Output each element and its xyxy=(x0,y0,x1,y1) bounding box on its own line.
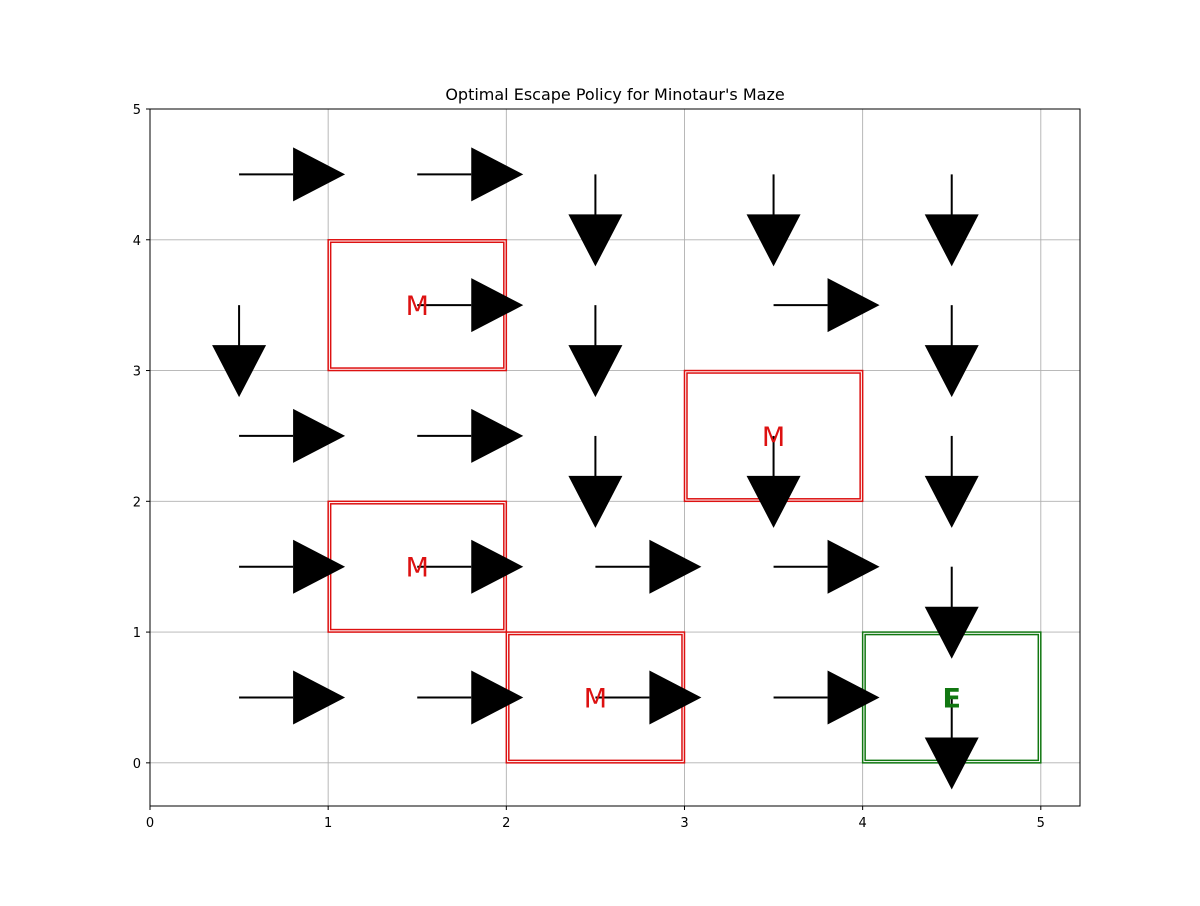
y-tick-label-2: 2 xyxy=(133,495,141,510)
arrow-24 xyxy=(924,697,979,790)
arrow-head xyxy=(568,214,623,267)
y-tick-label-4: 4 xyxy=(133,234,141,249)
y-tick-label-1: 1 xyxy=(133,626,141,641)
arrow-head xyxy=(293,408,346,463)
y-tick-label-3: 3 xyxy=(133,365,141,380)
arrow-head xyxy=(293,147,346,202)
arrow-19 xyxy=(924,566,979,659)
arrow-21 xyxy=(417,670,524,725)
arrow-head xyxy=(649,539,702,594)
x-tick-label-1: 1 xyxy=(324,816,332,831)
arrow-13 xyxy=(746,435,801,528)
arrow-head xyxy=(649,670,702,725)
arrow-8 xyxy=(773,278,880,333)
arrow-7 xyxy=(568,305,623,398)
cell-labels: M M M M E xyxy=(406,291,961,714)
arrow-18 xyxy=(773,539,880,594)
policy-arrows xyxy=(212,147,979,790)
arrow-12 xyxy=(568,435,623,528)
minotaur-label-2: M xyxy=(406,553,429,584)
arrow-5 xyxy=(212,305,267,398)
arrow-head xyxy=(827,539,880,594)
arrow-head xyxy=(746,475,801,528)
x-tick-label-4: 4 xyxy=(859,816,867,831)
axes-frame xyxy=(149,108,1081,807)
arrow-head xyxy=(924,737,979,790)
minotaur-label-3: M xyxy=(584,683,607,714)
minotaur-label-1: M xyxy=(762,422,785,453)
arrow-head xyxy=(471,670,524,725)
arrow-head xyxy=(568,475,623,528)
y-tick-label-0: 0 xyxy=(133,757,141,772)
x-tick-label-3: 3 xyxy=(680,816,688,831)
arrow-head xyxy=(827,278,880,333)
arrow-2 xyxy=(568,174,623,267)
arrow-head xyxy=(924,475,979,528)
arrow-1 xyxy=(417,147,524,202)
arrow-head xyxy=(746,214,801,267)
axis-ticks: 0 1 2 3 4 5 0 1 2 3 4 5 xyxy=(133,103,1045,831)
arrow-head xyxy=(924,345,979,398)
arrow-14 xyxy=(924,435,979,528)
chart-title: Optimal Escape Policy for Minotaur's Maz… xyxy=(445,85,784,104)
arrow-head xyxy=(471,147,524,202)
arrow-head xyxy=(471,539,524,594)
arrow-head xyxy=(293,670,346,725)
arrow-4 xyxy=(924,174,979,267)
y-tick-label-5: 5 xyxy=(133,103,141,118)
arrow-11 xyxy=(417,408,524,463)
arrow-22 xyxy=(595,670,702,725)
arrow-head xyxy=(212,345,267,398)
arrow-head xyxy=(924,214,979,267)
x-tick-label-5: 5 xyxy=(1037,816,1045,831)
arrow-23 xyxy=(773,670,880,725)
exit-label: E xyxy=(942,683,960,714)
arrow-head xyxy=(293,539,346,594)
arrow-0 xyxy=(239,147,346,202)
arrow-head xyxy=(924,606,979,659)
arrow-6 xyxy=(417,278,524,333)
arrow-15 xyxy=(239,539,346,594)
arrow-20 xyxy=(239,670,346,725)
minotaur-label-0: M xyxy=(406,291,429,322)
arrow-head xyxy=(568,345,623,398)
arrow-10 xyxy=(239,408,346,463)
x-tick-label-0: 0 xyxy=(146,816,154,831)
arrow-head xyxy=(471,408,524,463)
x-tick-label-2: 2 xyxy=(502,816,510,831)
arrow-16 xyxy=(417,539,524,594)
arrow-head xyxy=(827,670,880,725)
arrow-3 xyxy=(746,174,801,267)
arrow-head xyxy=(471,278,524,333)
arrow-9 xyxy=(924,305,979,398)
arrow-17 xyxy=(595,539,702,594)
